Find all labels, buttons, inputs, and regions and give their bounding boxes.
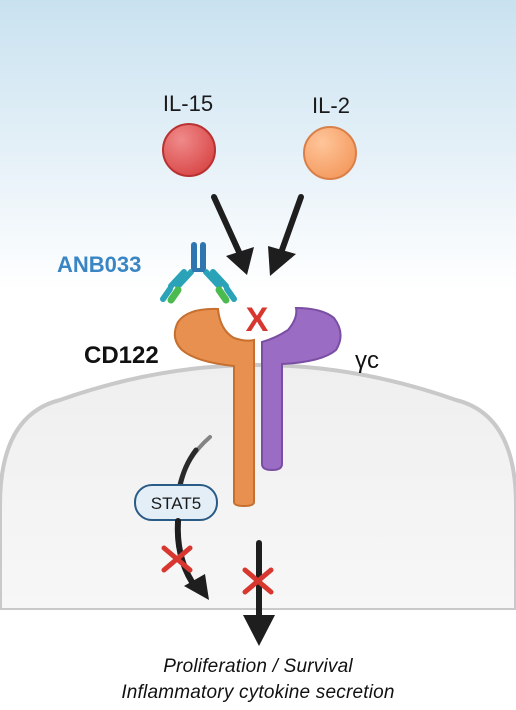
stat5-block-cross — [161, 545, 193, 573]
il2-label: IL-2 — [312, 93, 350, 118]
cd122-label: CD122 — [84, 342, 159, 369]
stat5-downstream-arrow — [161, 518, 209, 600]
anb033-label: ANB033 — [57, 252, 141, 277]
il15-ball — [162, 123, 216, 177]
il15-label: IL-15 — [163, 91, 213, 116]
gamma-c-label: γc — [355, 347, 379, 374]
il15-ligand: IL-15 — [162, 91, 216, 177]
anb033-antibody: ANB033 — [57, 242, 237, 304]
extracellular-background — [0, 0, 516, 290]
cd122-receptor: CD122 — [84, 307, 255, 508]
il2-arrow — [268, 194, 304, 276]
outcome-line-1: Proliferation / Survival — [163, 656, 353, 677]
il2-ligand: IL-2 — [303, 93, 357, 180]
gamma-c-receptor: γc — [261, 306, 379, 472]
antibody-shape — [160, 242, 237, 304]
outcome-line-2: Inflammatory cytokine secretion — [121, 682, 395, 703]
cd122-shape — [173, 307, 255, 508]
stat5-label: STAT5 — [151, 494, 201, 513]
binding-block-mark: X — [246, 301, 269, 339]
stat5-node: STAT5 — [134, 484, 218, 521]
stat5-signal-curve-dark — [177, 447, 199, 489]
il15-arrow — [211, 194, 254, 275]
gamma-c-shape — [261, 306, 342, 472]
main-block-cross — [242, 567, 274, 595]
il2-ball — [303, 126, 357, 180]
main-downstream-arrow — [242, 540, 275, 646]
